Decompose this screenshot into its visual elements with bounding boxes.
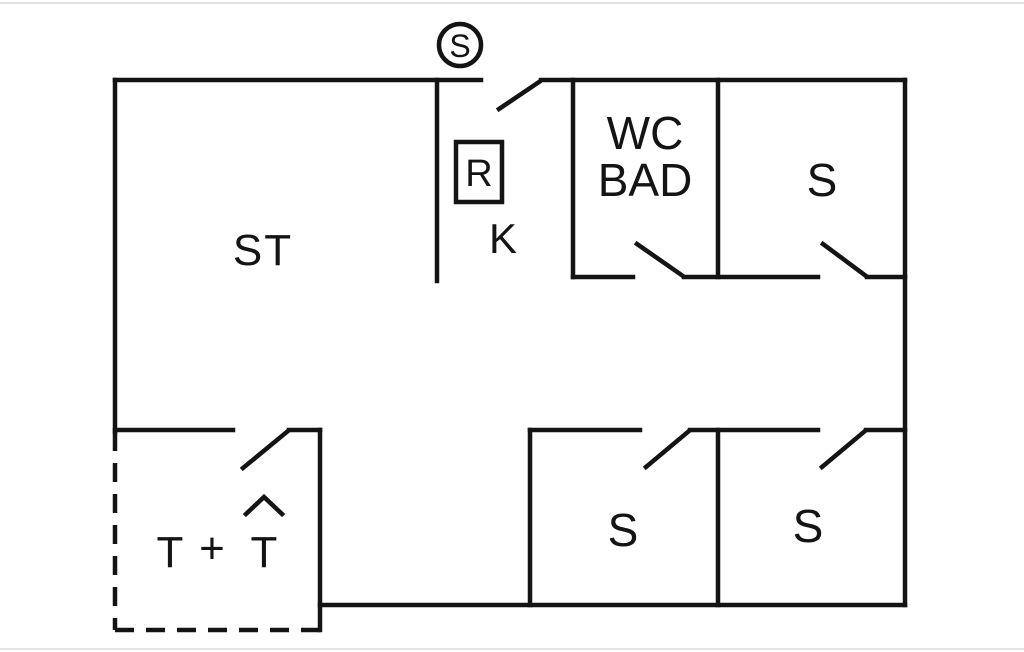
circled-s-label: S [449,28,470,64]
terrace-label-plus: + [199,524,225,573]
bathroom-door-leaf [633,240,687,280]
bedroom-middle-label: S [608,504,639,556]
appliance-box [453,139,505,205]
walls-group [112,21,908,633]
circled-s-symbol [436,21,484,69]
entry-door-leaf [495,78,543,113]
bedroom-top-right-door-leaf [819,240,870,280]
bedroom-right-door-leaf [818,427,869,471]
terrace-roof-hat-icon [242,493,286,518]
appliance-label: R [465,153,492,195]
living-room-label: ST [233,226,293,275]
terrace-door-leaf [239,427,292,472]
bedroom-right-label: S [793,500,824,552]
bathroom-label-line2: BAD [598,154,693,206]
terrace-label-t1: T [157,528,184,577]
bedroom-middle-door-leaf [642,427,693,471]
terrace-label-t2: T [251,528,278,577]
bathroom-label-line1: WC [607,107,684,159]
kitchen-label: K [489,215,517,262]
labels-group: S ST R K WC BAD S S S T + T [157,28,838,577]
bedroom-top-right-label: S [807,154,838,206]
